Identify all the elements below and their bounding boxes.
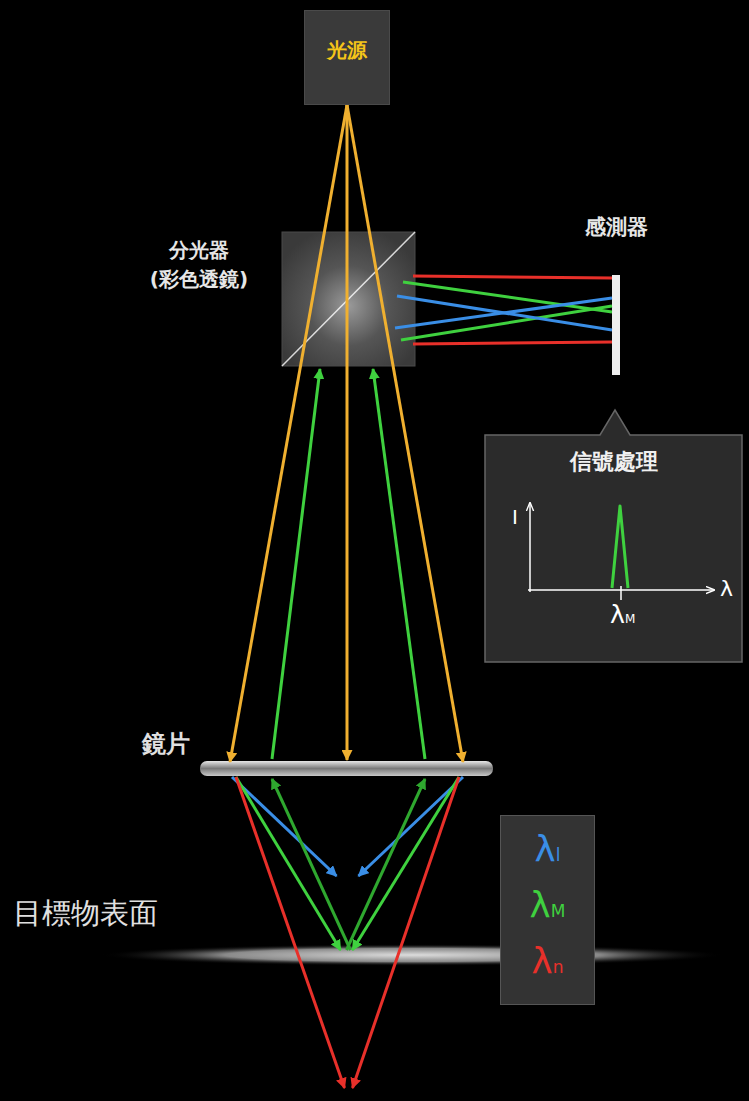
spectrum-graph bbox=[528, 503, 714, 600]
ray-path bbox=[230, 105, 347, 762]
text-holder: 分光器 (彩色透鏡) bbox=[124, 236, 274, 294]
axis-label: I bbox=[512, 505, 518, 529]
light-ray bbox=[232, 777, 463, 1088]
light-ray bbox=[272, 779, 425, 950]
target-surface bbox=[100, 944, 724, 966]
label-holder: λ bbox=[720, 576, 733, 601]
node-label: 光源 bbox=[327, 37, 367, 64]
ray-path bbox=[353, 777, 460, 950]
light-source-box: 光源 bbox=[304, 10, 390, 105]
ray-path bbox=[232, 777, 337, 876]
label-holder: λM bbox=[610, 600, 635, 629]
text-holder: 感測器 bbox=[546, 213, 686, 241]
ray-path bbox=[359, 777, 464, 876]
light-ray bbox=[230, 105, 463, 762]
target-surface: 目標物表面 bbox=[105, 942, 720, 968]
beam-splitter: 分光器 (彩色透鏡) bbox=[282, 232, 415, 366]
lens: 鏡片 bbox=[200, 760, 493, 777]
node-label: 感測器 bbox=[585, 213, 648, 241]
text-holder: 光源 bbox=[305, 37, 389, 64]
text-holder: 鏡片 bbox=[110, 728, 190, 760]
ray-path bbox=[413, 342, 612, 344]
ray-path bbox=[373, 369, 425, 759]
text-holder: λM bbox=[501, 884, 594, 925]
ray-path bbox=[272, 369, 320, 759]
light-ray bbox=[395, 276, 612, 344]
wavelength-label: λM bbox=[530, 884, 566, 925]
wavelength-box: λl λM λn bbox=[500, 815, 595, 1005]
node-label: 信號處理 bbox=[570, 447, 658, 477]
ray-path bbox=[403, 282, 612, 312]
ray-path bbox=[272, 779, 351, 950]
wavelength-label: λl bbox=[535, 828, 561, 869]
axis-label: λ bbox=[720, 576, 733, 601]
lens bbox=[200, 761, 493, 776]
node-label: 分光器 (彩色透鏡) bbox=[124, 236, 274, 294]
ray-path bbox=[413, 276, 612, 278]
text-holder: 目標物表面 bbox=[13, 894, 213, 934]
ray-path bbox=[347, 105, 463, 762]
text-holder: 信號處理 bbox=[485, 447, 742, 477]
node-label: 目標物表面 bbox=[13, 894, 158, 934]
label-holder: I bbox=[512, 505, 518, 529]
text-holder: λn bbox=[501, 940, 594, 981]
ray-path bbox=[395, 298, 612, 328]
sensor-bar bbox=[612, 275, 620, 375]
wavelength-tick-label: λM bbox=[610, 600, 635, 629]
text-holder: λl bbox=[501, 828, 594, 869]
signal-panel bbox=[485, 410, 742, 662]
ray-path bbox=[236, 777, 345, 1088]
wavelength-label: λn bbox=[532, 940, 564, 981]
ray-path bbox=[346, 105, 349, 760]
ray-path bbox=[347, 779, 426, 950]
sensor: 感測器 bbox=[610, 275, 622, 375]
light-ray bbox=[272, 369, 425, 759]
node-label: 鏡片 bbox=[142, 728, 190, 760]
